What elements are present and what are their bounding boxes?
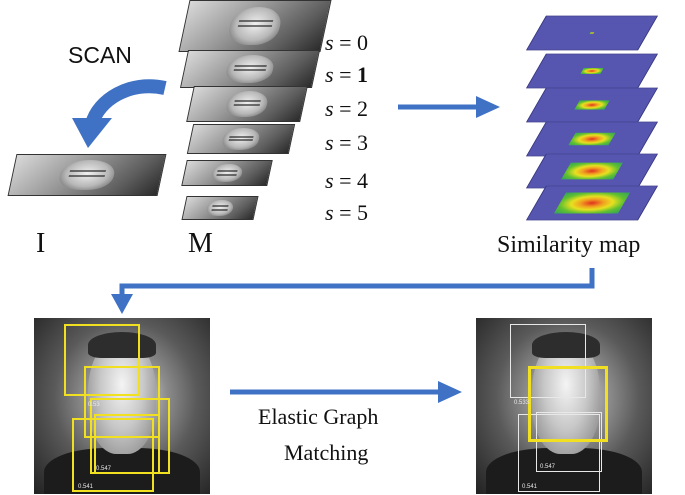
final-detection-box — [528, 366, 608, 442]
model-scale-1 — [179, 50, 321, 88]
model-scale-5 — [181, 196, 259, 220]
score-left-3: 0.541 — [78, 484, 94, 490]
arrow-to-detection — [119, 268, 595, 296]
score-right-3: 0.541 — [522, 484, 538, 490]
scale-label-2: s = 2 — [325, 96, 368, 121]
rejected-box-2 — [536, 412, 602, 472]
scale-label-4: s = 4 — [325, 168, 368, 193]
input-image — [7, 154, 167, 196]
model-label: M — [188, 228, 213, 259]
scan-label: SCAN — [68, 42, 132, 68]
score-right-2: 0.547 — [540, 464, 556, 470]
scale-label-5: s = 5 — [325, 200, 368, 225]
model-scale-2 — [186, 86, 308, 122]
scale-label-0: s = 0 — [325, 30, 368, 55]
rejected-box-3 — [518, 414, 600, 492]
similarity-map-layer-2 — [526, 87, 658, 123]
score-right-1: 0.533 — [514, 400, 530, 406]
similarity-map-layer-5 — [526, 185, 658, 221]
similarity-map-label: Similarity map — [497, 232, 641, 258]
scale-label-1: s = 1 — [325, 62, 368, 87]
score-left-2: 0.547 — [96, 466, 112, 472]
model-scale-3 — [186, 124, 296, 154]
similarity-map-layer-0 — [526, 15, 658, 51]
arrow-to-detection-head — [111, 294, 133, 314]
arrow-to-similarity-map-head — [476, 96, 500, 118]
similarity-map-layer-1 — [526, 53, 658, 89]
score-left-1: 0.53 — [88, 402, 100, 408]
candidate-box-2 — [84, 366, 160, 438]
detection-photo-right: 0.533 0.547 0.541 — [476, 318, 652, 494]
scale-label-3: s = 3 — [325, 130, 368, 155]
similarity-map-layer-4 — [526, 153, 658, 189]
model-scale-0 — [178, 0, 332, 52]
scan-arrow — [85, 79, 167, 127]
egm-label-line1: Elastic Graph — [258, 404, 379, 429]
detection-photo-left: 0.53 0.547 0.541 — [34, 318, 210, 494]
egm-label-line2: Matching — [284, 440, 369, 465]
candidate-box-5 — [72, 418, 154, 492]
scan-arrow-head — [72, 118, 112, 148]
candidate-box-1 — [64, 324, 140, 396]
candidate-box-4 — [94, 414, 160, 474]
rejected-box-1 — [510, 324, 586, 398]
model-scale-4 — [181, 160, 273, 186]
similarity-map-layer-3 — [526, 121, 658, 157]
arrow-egm-head — [438, 381, 462, 403]
image-label: I — [36, 228, 46, 259]
